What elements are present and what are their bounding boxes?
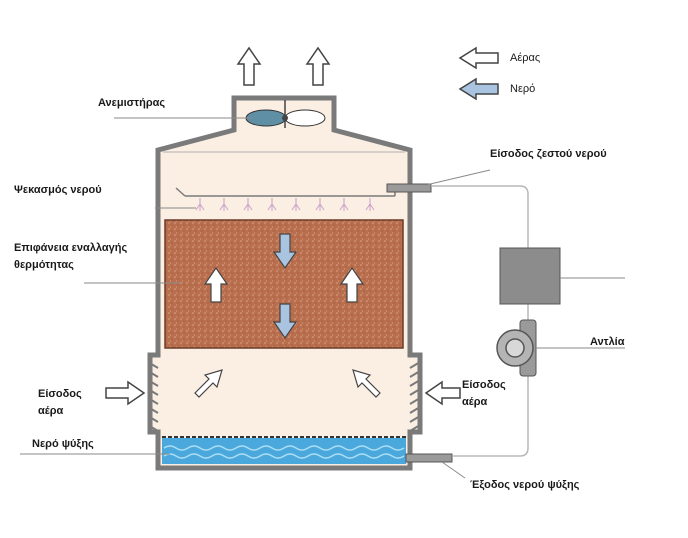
- air-up-arrow-right: [339, 266, 365, 303]
- cooled-water-outlet-pipe: [405, 453, 453, 463]
- legend-water-arrow: [458, 77, 499, 101]
- heat-exchange-surface-label: Επιφάνεια εναλλαγής θερμότητας: [14, 242, 128, 272]
- air-inlet-right-label: Είσοδος αέρα: [462, 379, 506, 409]
- pump-label: Αντλία: [590, 336, 625, 348]
- water-down-arrow-bottom: [272, 303, 298, 340]
- legend-air-label: Αέρας: [510, 52, 541, 64]
- air-up-arrow-left: [203, 266, 229, 303]
- legend-water-label: Νερό: [510, 83, 536, 95]
- air-inlet-arrow-left: [105, 380, 146, 406]
- air-louvers-left: [147, 361, 159, 432]
- control-box: [499, 247, 561, 305]
- water-spray-label: Ψεκασμός νερού: [14, 184, 102, 196]
- air-louvers-right: [409, 361, 421, 432]
- leader-lines: [20, 117, 625, 479]
- legend-air-arrow: [458, 46, 499, 70]
- hot-water-inlet-pipe: [386, 183, 432, 193]
- air-outlet-arrow-right: [305, 46, 331, 86]
- air-outlet-arrow-left: [236, 46, 262, 86]
- cooling-water-basin: [162, 436, 406, 464]
- pump: [496, 319, 537, 377]
- air-diagonal-arrow-left: [194, 369, 223, 398]
- cooling-water-label: Νερό ψύξης: [32, 438, 94, 450]
- cooled-water-outlet-label: Έξοδος νερού ψύξης: [470, 479, 580, 491]
- air-inlet-left-label: Είσοδος αέρα: [38, 388, 82, 418]
- air-diagonal-arrow-right: [352, 369, 381, 398]
- piping-loop: [431, 185, 529, 457]
- water-spray-header: [175, 187, 396, 211]
- fan-label: Ανεμιστήρας: [98, 97, 166, 109]
- fan-blade-right: [284, 109, 326, 127]
- air-inlet-arrow-right: [424, 380, 461, 406]
- water-down-arrow-top: [272, 233, 298, 270]
- fan: [245, 100, 326, 128]
- hot-water-inlet-label: Είσοδος ζεστού νερού: [490, 148, 607, 160]
